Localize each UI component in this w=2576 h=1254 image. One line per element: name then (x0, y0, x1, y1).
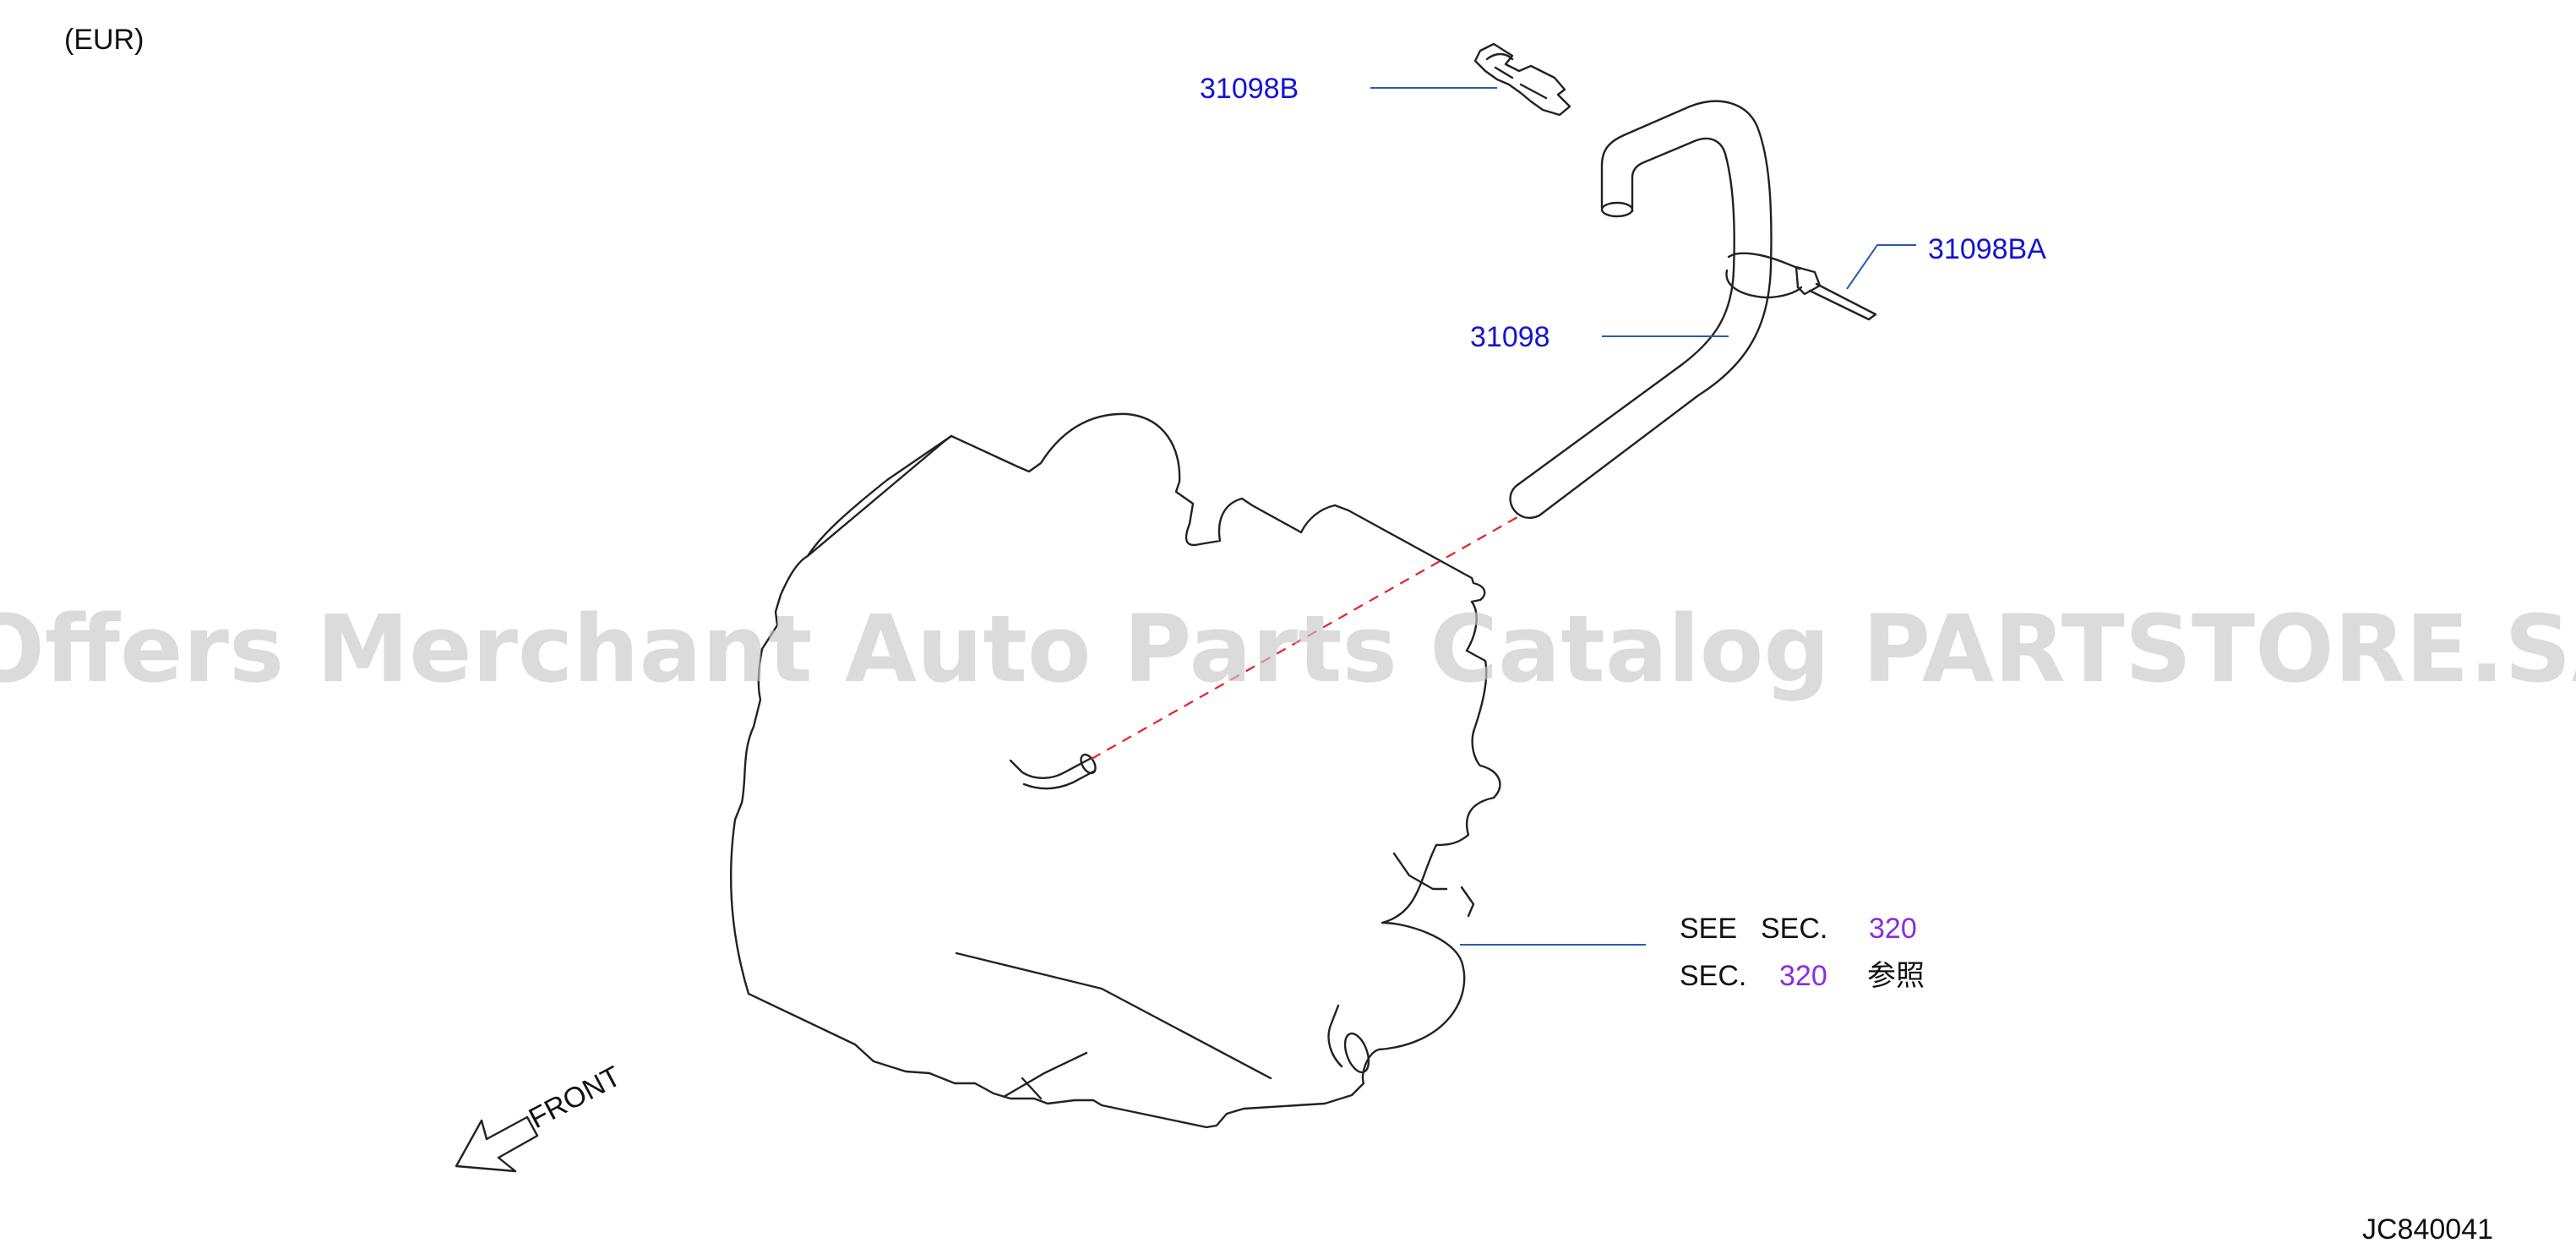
part-link-31098[interactable]: 31098 (1470, 321, 1550, 353)
reference-sec-1: SEC. (1761, 913, 1827, 945)
reference-link-320-jp[interactable]: 320 (1779, 960, 1827, 992)
reference-link-320[interactable]: 320 (1869, 913, 1917, 945)
leader-31098ba (1846, 244, 1916, 290)
clip-31098b-illustration (1473, 42, 1571, 117)
region-label: (EUR) (64, 24, 144, 56)
watermark: Offers Merchant Auto Parts Catalog PARTS… (0, 595, 2576, 703)
front-label: FRONT (524, 1060, 626, 1136)
reference-sec-2: SEC. (1680, 960, 1746, 992)
band-31098ba-illustration (1725, 252, 1877, 321)
engine-block-illustration (730, 412, 1501, 1129)
reference-jp-suffix: 参照 (1867, 960, 1925, 992)
reference-see: SEE (1680, 913, 1737, 945)
front-arrow-icon (455, 1115, 539, 1173)
part-link-31098ba[interactable]: 31098BA (1928, 233, 2046, 265)
hose-31098-illustration (1509, 100, 1773, 520)
diagram-code: JC840041 (2362, 1213, 2493, 1246)
part-link-31098b[interactable]: 31098B (1200, 73, 1299, 105)
